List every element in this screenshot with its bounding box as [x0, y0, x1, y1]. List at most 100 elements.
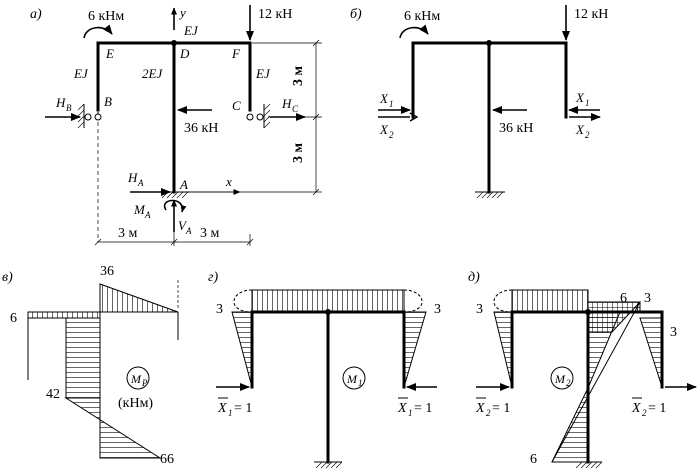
panel-a-horizontal-dimension	[94, 232, 254, 246]
panel-a-pin-support-B	[77, 103, 102, 129]
panel-d-epure-mid-lower	[551, 387, 589, 463]
panel-d-badge-sub: 2	[566, 378, 571, 388]
panel-b-frame	[411, 40, 568, 194]
panel-d-load-left-eq: = 1	[492, 401, 510, 416]
panel-b-fixed-support	[475, 191, 505, 199]
panel-v-units: (кНм)	[118, 396, 153, 411]
panel-g-load-left-sub: 1	[228, 408, 233, 418]
panel-d-epure-left	[493, 311, 513, 388]
panel-a-dim-w2: 3 м	[200, 226, 220, 241]
panel-v-badge: M	[130, 372, 142, 386]
panel-v-val-36: 36	[100, 264, 114, 279]
panel-a-12kN: 12 кН	[258, 7, 292, 22]
panel-d-val-6: 6	[620, 291, 627, 306]
panel-a-frame	[96, 40, 252, 194]
panel-b-label: б)	[350, 7, 362, 22]
panel-d-val-6bottom: 6	[530, 452, 537, 467]
panel-a-stiff-right: EJ	[255, 66, 271, 81]
panel-v-epure-column-upper	[65, 317, 101, 399]
panel-d-load-right: X	[631, 401, 641, 416]
panel-d-load-right-sub: 2	[642, 408, 647, 418]
panel-d-badge: M	[554, 372, 566, 386]
panel-b-X2-right: X	[575, 122, 585, 137]
panel-a-stiff-top: EJ	[183, 23, 199, 38]
panel-d-frame	[510, 309, 664, 464]
panel-d-epure-mid-upper	[587, 311, 621, 389]
panel-a-HA-sub: A	[137, 178, 144, 188]
panel-g-badge-circle	[342, 366, 366, 390]
panel-g-load-right-eq: = 1	[414, 401, 432, 416]
panel-d-val-3top: 3	[644, 291, 651, 306]
panel-b-X1-left-sub: 1	[389, 99, 394, 109]
panel-a-axis-x: x	[225, 174, 232, 189]
panel-v-badge-circle	[126, 366, 150, 390]
panel-a-VA-sub: A	[185, 226, 192, 236]
panel-a-moment-arrow	[83, 24, 113, 39]
panel-d-epure-top-left	[511, 289, 589, 313]
panel-b-X1-right: X	[575, 90, 585, 105]
panel-g-load-right-sub: 1	[408, 408, 413, 418]
panel-b-X2-right-sub: 2	[585, 130, 590, 140]
panel-d: д) 3 6 3 3	[468, 270, 697, 469]
panel-a-36kN: 36 кН	[184, 121, 218, 136]
panel-b-moment-arrow	[399, 24, 429, 39]
panel-a-node-D: D	[179, 46, 190, 61]
panel-b-X2-left: X	[379, 122, 389, 137]
panel-v-epure-top-right	[99, 283, 179, 313]
panel-v-val-42: 42	[46, 387, 60, 402]
panel-b: б) 6 кНм 12 кН 36 кН X 1 X	[350, 5, 608, 199]
panel-d-epure-right	[639, 317, 663, 388]
panel-d-load-left: X	[475, 401, 485, 416]
panel-a-node-F: F	[231, 46, 241, 61]
panel-a-stiff-mid: 2EJ	[142, 66, 163, 81]
panel-b-6kNm: 6 кНм	[404, 9, 440, 24]
panel-g-load-left-eq: = 1	[234, 401, 252, 416]
panel-a-pin-support-C	[246, 103, 271, 129]
panel-g-epure-left	[231, 311, 253, 388]
panel-v-val-66: 66	[160, 452, 174, 467]
panel-a-axis-y: y	[178, 5, 186, 20]
panel-v-label: в)	[2, 270, 13, 285]
panel-a-node-E: E	[105, 46, 114, 61]
panel-d-load-left-sub: 2	[486, 408, 491, 418]
panel-g-frame	[250, 309, 406, 464]
panel-g-val-left: 3	[216, 302, 223, 317]
panel-g-val-right: 3	[434, 302, 441, 317]
panel-b-X2-left-sub: 2	[389, 130, 394, 140]
panel-g-epure-top	[251, 289, 405, 313]
panel-d-fixed-support	[574, 461, 603, 469]
panel-b-X1-left: X	[379, 91, 389, 106]
panel-g-load-left: X	[217, 401, 227, 416]
panel-a-MA: M	[133, 202, 146, 217]
panel-v-val-6: 6	[10, 311, 17, 326]
panel-b-36kN: 36 кН	[499, 121, 533, 136]
panel-d-val-left: 3	[476, 302, 483, 317]
panel-v: в) 36 6 42 66 M P (кНм)	[2, 264, 179, 467]
panel-a-VA: V	[178, 218, 188, 233]
panel-g-epure-right	[403, 311, 427, 388]
panel-a-stiff-left: EJ	[73, 66, 89, 81]
panel-g: г) 3 3 M 1 X 1	[208, 270, 441, 469]
panel-d-label: д)	[468, 270, 480, 285]
panel-a-HB-sub: B	[66, 103, 72, 113]
panel-a-node-A: A	[179, 177, 188, 192]
panel-g-load-right: X	[397, 401, 407, 416]
panel-a-vertical-dimension	[180, 39, 322, 196]
panel-v-badge-sub: P	[141, 378, 148, 388]
panel-a-label: а)	[30, 7, 42, 22]
panel-g-fixed-support	[314, 461, 343, 469]
panel-d-load-right-eq: = 1	[648, 401, 666, 416]
panel-b-12kN: 12 кН	[574, 7, 608, 22]
panel-a-dim-w1: 3 м	[118, 226, 138, 241]
panel-a-dim-h1: 3 м	[291, 66, 306, 87]
panel-a-MA-sub: A	[144, 210, 151, 220]
panel-v-epure-top-left	[27, 311, 101, 319]
panel-g-badge: M	[346, 372, 358, 386]
panel-v-frame	[27, 311, 179, 458]
panel-a-HC-sub: C	[292, 104, 299, 114]
panel-g-badge-sub: 1	[358, 378, 363, 388]
panel-a-dim-h2: 3 м	[291, 143, 306, 164]
panel-a-HB: H	[55, 95, 66, 110]
panel-g-label: г)	[208, 270, 218, 285]
panel-a-node-C: C	[232, 98, 241, 113]
